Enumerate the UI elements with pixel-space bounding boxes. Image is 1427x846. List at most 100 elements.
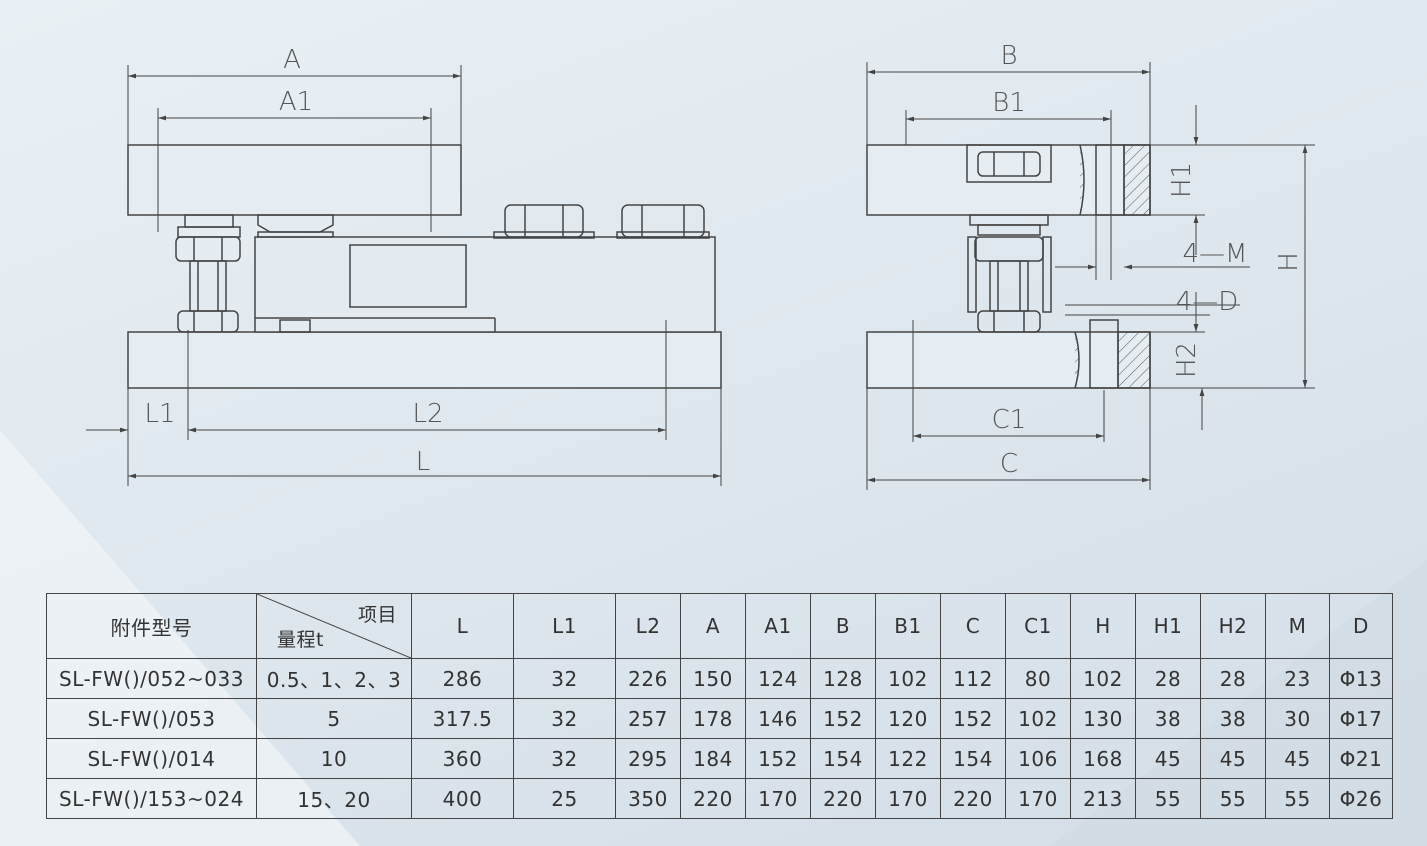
header-col: B1 (875, 593, 941, 659)
header-col: H2 (1200, 593, 1266, 659)
cell-value: 220 (940, 778, 1006, 819)
cell-value: 150 (680, 658, 746, 699)
dim-label-b: B (1000, 41, 1017, 71)
cell-value: Φ13 (1329, 658, 1393, 699)
cell-value: 360 (411, 738, 514, 779)
cell-value: 257 (615, 698, 681, 739)
cell-value: 112 (940, 658, 1006, 699)
cell-value: 220 (680, 778, 746, 819)
technical-drawing: A A1 L1 L2 L B B1 C1 C 4—M 4—D H1 H2 H (86, 41, 1315, 490)
cell-value: 286 (411, 658, 514, 699)
header-col: M (1265, 593, 1330, 659)
dim-label-b1: B1 (992, 88, 1026, 118)
header-col: B (810, 593, 876, 659)
cell-range: 10 (256, 738, 412, 779)
header-model: 附件型号 (46, 593, 257, 659)
cell-value: 130 (1070, 698, 1136, 739)
header-col: C1 (1005, 593, 1071, 659)
cell-value: 106 (1005, 738, 1071, 779)
dim-label-m: 4—M (1183, 239, 1248, 269)
cell-value: 152 (745, 738, 811, 779)
front-view (127, 65, 722, 486)
cell-value: 32 (513, 738, 616, 779)
cell-value: 170 (875, 778, 941, 819)
table-header-row: 附件型号 项目 量程t L L1 L2 A A1 B B1 C C1 H H1 … (46, 593, 1393, 659)
cell-value: 154 (810, 738, 876, 779)
dim-label-l2: L2 (412, 399, 443, 429)
dim-label-c: C (1000, 449, 1018, 479)
cell-value: 30 (1265, 698, 1330, 739)
cell-value: 170 (745, 778, 811, 819)
dim-label-l1: L1 (144, 399, 175, 429)
cell-value: 55 (1200, 778, 1266, 819)
cell-value: 32 (513, 698, 616, 739)
side-dimensions (867, 69, 1308, 483)
cell-value: 55 (1265, 778, 1330, 819)
header-col: D (1329, 593, 1393, 659)
cell-value: 146 (745, 698, 811, 739)
cell-value: 152 (810, 698, 876, 739)
cell-value: 45 (1135, 738, 1201, 779)
cell-model: SL-FW()/153~024 (46, 778, 257, 819)
cell-value: Φ17 (1329, 698, 1393, 739)
cell-value: 28 (1135, 658, 1201, 699)
cell-value: 124 (745, 658, 811, 699)
header-col: A (680, 593, 746, 659)
cell-model: SL-FW()/014 (46, 738, 257, 779)
cell-value: 122 (875, 738, 941, 779)
cell-value: 128 (810, 658, 876, 699)
dim-label-l: L (416, 447, 431, 477)
cell-value: 102 (875, 658, 941, 699)
cell-value: 23 (1265, 658, 1330, 699)
cell-value: Φ26 (1329, 778, 1393, 819)
cell-value: 220 (810, 778, 876, 819)
header-col: C (940, 593, 1006, 659)
cell-value: 102 (1070, 658, 1136, 699)
cell-value: 226 (615, 658, 681, 699)
cell-value: 350 (615, 778, 681, 819)
header-col: L1 (513, 593, 616, 659)
cell-value: 178 (680, 698, 746, 739)
side-view (866, 62, 1315, 490)
cell-value: 295 (615, 738, 681, 779)
cell-value: 32 (513, 658, 616, 699)
front-dimensions (86, 73, 721, 479)
dim-label-a1: A1 (279, 87, 313, 117)
header-col: H (1070, 593, 1136, 659)
header-item: 项目 (357, 604, 397, 626)
dim-label-h2: H2 (1172, 342, 1202, 378)
cell-value: 170 (1005, 778, 1071, 819)
cell-value: Φ21 (1329, 738, 1393, 779)
dim-label-h: H (1274, 252, 1304, 272)
cell-value: 102 (1005, 698, 1071, 739)
cell-value: 400 (411, 778, 514, 819)
dim-label-c1: C1 (992, 405, 1027, 435)
header-col: L (411, 593, 514, 659)
cell-value: 25 (513, 778, 616, 819)
cell-value: 317.5 (411, 698, 514, 739)
cell-value: 152 (940, 698, 1006, 739)
dim-label-a: A (283, 45, 301, 75)
cell-value: 154 (940, 738, 1006, 779)
header-range: 量程t (277, 629, 324, 651)
cell-value: 38 (1200, 698, 1266, 739)
header-col: A1 (745, 593, 811, 659)
cell-model: SL-FW()/052~033 (46, 658, 257, 699)
cell-value: 28 (1200, 658, 1266, 699)
header-col: L2 (615, 593, 681, 659)
cell-value: 38 (1135, 698, 1201, 739)
cell-value: 184 (680, 738, 746, 779)
dim-label-h1: H1 (1167, 162, 1197, 198)
cell-range: 15、20 (256, 778, 412, 819)
cell-value: 80 (1005, 658, 1071, 699)
cell-value: 45 (1200, 738, 1266, 779)
cell-value: 168 (1070, 738, 1136, 779)
header-diagonal-cell: 项目 量程t (256, 593, 412, 659)
cell-value: 213 (1070, 778, 1136, 819)
cell-value: 55 (1135, 778, 1201, 819)
spec-table: 附件型号 项目 量程t L L1 L2 A A1 B B1 C C1 H H1 … (46, 593, 1393, 819)
